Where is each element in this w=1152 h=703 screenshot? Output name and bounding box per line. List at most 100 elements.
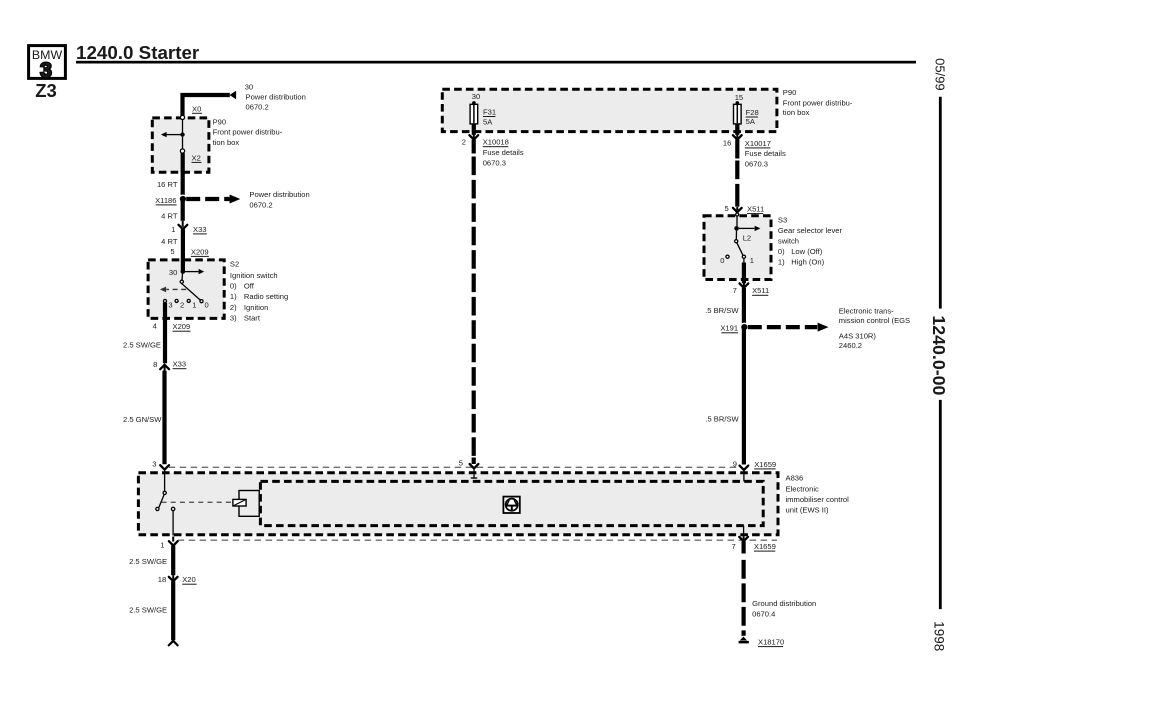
svg-text:18: 18 xyxy=(158,575,166,584)
svg-text:8: 8 xyxy=(153,360,157,369)
svg-text:3: 3 xyxy=(40,58,52,82)
svg-text:Ground distribution: Ground distribution xyxy=(752,599,816,608)
svg-text:X511: X511 xyxy=(747,205,764,214)
svg-text:30: 30 xyxy=(472,92,480,101)
svg-text:5A: 5A xyxy=(483,118,493,127)
svg-text:05/99: 05/99 xyxy=(933,58,948,91)
svg-text:unit (EWS II): unit (EWS II) xyxy=(786,505,830,514)
svg-text:Start: Start xyxy=(244,313,261,322)
svg-text:1998: 1998 xyxy=(932,621,947,651)
svg-text:.5 BR/SW: .5 BR/SW xyxy=(705,415,739,424)
svg-text:5: 5 xyxy=(170,247,174,256)
svg-text:7: 7 xyxy=(733,286,737,295)
svg-text:5: 5 xyxy=(459,459,463,468)
svg-text:1): 1) xyxy=(778,258,785,267)
svg-text:0): 0) xyxy=(230,282,237,291)
svg-text:X209: X209 xyxy=(191,247,209,256)
svg-text:P90: P90 xyxy=(213,117,227,126)
svg-text:Ignition: Ignition xyxy=(244,303,269,312)
svg-text:1240.0 Starter: 1240.0 Starter xyxy=(76,42,200,63)
svg-text:30: 30 xyxy=(245,82,253,91)
svg-text:X2: X2 xyxy=(192,153,201,162)
svg-text:Off: Off xyxy=(244,282,255,291)
svg-text:1240.0-00: 1240.0-00 xyxy=(929,315,949,395)
svg-text:X20: X20 xyxy=(182,575,196,584)
svg-text:0): 0) xyxy=(778,247,785,256)
svg-text:S3: S3 xyxy=(778,216,787,225)
svg-text:F31: F31 xyxy=(483,107,496,116)
svg-text:3: 3 xyxy=(152,459,156,468)
svg-text:Fuse details: Fuse details xyxy=(745,149,786,158)
svg-text:X1186: X1186 xyxy=(155,196,176,205)
svg-text:X10017: X10017 xyxy=(745,139,771,148)
svg-text:X18170: X18170 xyxy=(758,638,784,647)
svg-text:P90: P90 xyxy=(783,88,797,97)
svg-text:1: 1 xyxy=(192,300,196,309)
svg-text:0670.2: 0670.2 xyxy=(246,103,269,112)
svg-text:Z3: Z3 xyxy=(35,80,57,101)
svg-text:2.5 SW/GE: 2.5 SW/GE xyxy=(129,605,167,614)
svg-text:Gear selector lever: Gear selector lever xyxy=(778,226,843,235)
svg-text:1): 1) xyxy=(230,292,237,301)
svg-text:X0: X0 xyxy=(192,104,201,113)
svg-text:2.5 SW/GE: 2.5 SW/GE xyxy=(123,341,161,350)
svg-text:5A: 5A xyxy=(746,117,756,126)
svg-text:0670.2: 0670.2 xyxy=(249,200,272,209)
svg-text:Front power distribu-: Front power distribu- xyxy=(783,99,853,108)
svg-text:Front power distribu-: Front power distribu- xyxy=(213,128,283,137)
svg-text:Power distribution: Power distribution xyxy=(246,92,306,101)
svg-text:Power distribution: Power distribution xyxy=(249,190,309,199)
svg-text:0670.3: 0670.3 xyxy=(745,160,768,169)
svg-text:X191: X191 xyxy=(720,324,738,333)
svg-text:2: 2 xyxy=(180,300,184,309)
svg-text:Radio setting: Radio setting xyxy=(244,292,288,301)
svg-text:tion box: tion box xyxy=(783,108,810,117)
svg-text:.5 BR/SW: .5 BR/SW xyxy=(705,306,739,315)
svg-text:X209: X209 xyxy=(173,322,191,331)
svg-text:3): 3) xyxy=(230,313,237,322)
svg-text:16 RT: 16 RT xyxy=(157,180,178,189)
svg-text:3: 3 xyxy=(168,300,172,309)
svg-text:S2: S2 xyxy=(230,259,239,268)
svg-text:0: 0 xyxy=(205,300,209,309)
svg-text:2.5 GN/SW: 2.5 GN/SW xyxy=(123,415,162,424)
svg-text:A836: A836 xyxy=(786,473,804,482)
svg-text:7: 7 xyxy=(731,542,735,551)
svg-text:16: 16 xyxy=(723,139,731,148)
svg-text:2): 2) xyxy=(230,303,237,312)
svg-text:switch: switch xyxy=(778,237,799,246)
svg-text:0670.3: 0670.3 xyxy=(483,159,506,168)
svg-text:30: 30 xyxy=(169,268,177,277)
svg-text:1: 1 xyxy=(160,540,164,549)
svg-text:F28: F28 xyxy=(746,108,759,117)
svg-text:tion box: tion box xyxy=(213,138,240,147)
svg-text:0: 0 xyxy=(720,256,724,265)
svg-text:L2: L2 xyxy=(743,233,751,242)
svg-text:Electronic: Electronic xyxy=(786,485,820,494)
svg-text:0670.4: 0670.4 xyxy=(752,610,775,619)
svg-text:Low (Off): Low (Off) xyxy=(791,247,823,256)
svg-text:High (On): High (On) xyxy=(791,258,824,267)
svg-text:5: 5 xyxy=(724,204,728,213)
svg-text:2460.2: 2460.2 xyxy=(839,341,862,350)
svg-text:9: 9 xyxy=(733,460,737,469)
svg-text:X1659: X1659 xyxy=(754,460,776,469)
svg-text:1: 1 xyxy=(171,225,175,234)
svg-text:X33: X33 xyxy=(193,225,207,234)
svg-text:X10018: X10018 xyxy=(483,138,509,147)
svg-text:Ignition switch: Ignition switch xyxy=(230,271,278,280)
svg-text:Fuse details: Fuse details xyxy=(483,148,524,157)
svg-text:Electronic trans-: Electronic trans- xyxy=(839,307,894,316)
svg-text:1: 1 xyxy=(750,256,754,265)
svg-text:2.5 SW/GE: 2.5 SW/GE xyxy=(129,557,167,566)
svg-text:4: 4 xyxy=(153,322,157,331)
svg-text:mission control (EGS: mission control (EGS xyxy=(839,316,910,325)
svg-text:immobiliser control: immobiliser control xyxy=(786,495,850,504)
svg-text:A4S 310R): A4S 310R) xyxy=(839,332,877,341)
svg-text:X33: X33 xyxy=(173,360,187,369)
svg-text:15: 15 xyxy=(735,93,743,102)
svg-text:X1659: X1659 xyxy=(754,542,776,551)
svg-text:2: 2 xyxy=(462,137,466,146)
svg-text:X511: X511 xyxy=(752,286,769,295)
svg-text:4 RT: 4 RT xyxy=(161,237,178,246)
